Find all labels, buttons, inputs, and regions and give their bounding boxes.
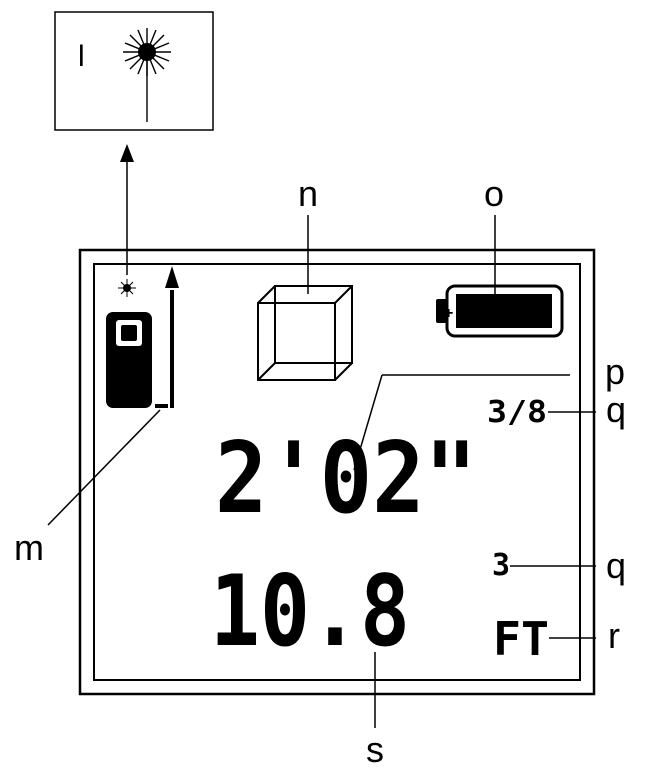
lcd-outer-frame [78, 248, 596, 696]
callout-r: r [608, 615, 620, 656]
inset-panel: l [54, 11, 214, 131]
unit-reading: FT [493, 612, 549, 666]
callout-m: m [14, 527, 44, 568]
callout-n: n [298, 173, 318, 214]
callout-s: s [366, 729, 384, 770]
lcd-inner-frame [93, 263, 581, 681]
fraction-reading: 3/8 [487, 395, 547, 430]
leader-lines [47, 215, 596, 728]
battery-icon: + [436, 284, 564, 338]
svg-text:+: + [444, 305, 453, 322]
secondary-reading: 10.8 [210, 555, 410, 669]
cube-volume-icon [257, 285, 353, 381]
main-reading: 2'02" [215, 422, 477, 536]
leader-m [47, 409, 161, 526]
callout-o: o [484, 173, 504, 214]
laser-burst-icon [123, 28, 171, 76]
callout-q-upper: q [606, 389, 626, 430]
small-value-reading: 3 [492, 548, 510, 583]
inset-label: l [78, 40, 85, 73]
leader-p-d [353, 374, 383, 471]
inset-arrow [120, 144, 134, 275]
callout-q-lower: q [606, 545, 626, 586]
inset-frame [54, 11, 214, 131]
rangefinder-device-icon [106, 266, 179, 408]
callout-p: p [605, 351, 625, 392]
laser-small-icon [118, 279, 136, 297]
